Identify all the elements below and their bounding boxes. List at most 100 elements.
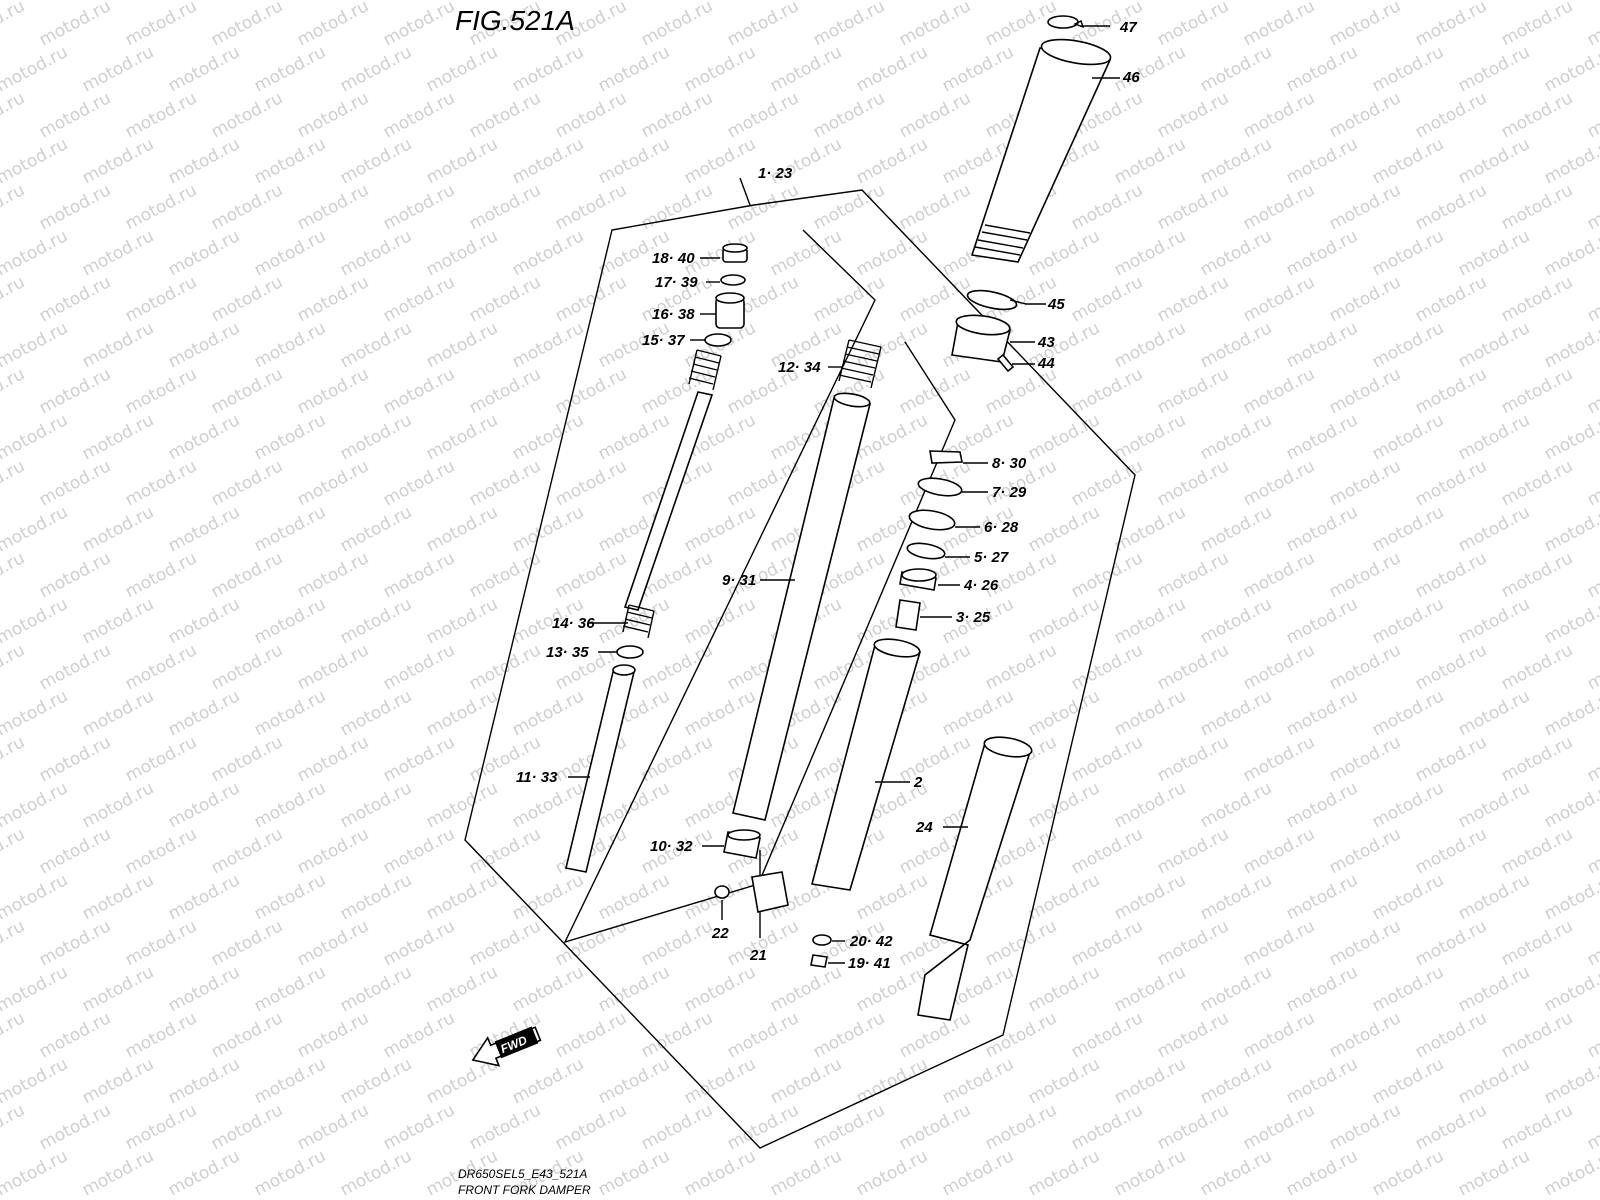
watermark-text: motod.ru (767, 226, 845, 280)
watermark-text: motod.ru (767, 1054, 845, 1108)
watermark-text: motod.ru (767, 962, 845, 1016)
watermark-text: motod.ru (251, 1146, 329, 1200)
watermark-text: motod.ru (509, 502, 587, 556)
watermark-text: motod.ru (380, 0, 458, 50)
watermark-text: motod.ru (1326, 0, 1404, 50)
watermark-text: motod.ru (0, 594, 71, 648)
watermark-text: motod.ru (1283, 318, 1361, 372)
watermark-text: motod.ru (1283, 1146, 1361, 1200)
watermark-text: motod.ru (810, 272, 888, 326)
watermark-text: motod.ru (380, 1100, 458, 1154)
watermark-text: motod.ru (79, 410, 157, 464)
watermark-text: motod.ru (1584, 272, 1600, 326)
part-12-spring-left (688, 349, 722, 391)
watermark-text: motod.ru (1455, 42, 1533, 96)
watermark-text: motod.ru (1369, 410, 1447, 464)
watermark-text: motod.ru (337, 594, 415, 648)
label-14: 14· 36 (552, 615, 595, 632)
watermark-text: motod.ru (1240, 456, 1318, 510)
watermark-text: motod.ru (767, 1146, 845, 1200)
watermark-text: motod.ru (1068, 180, 1146, 234)
watermark-text: motod.ru (0, 272, 28, 326)
label-17: 17· 39 (655, 274, 698, 291)
part-17-o-ring (720, 274, 746, 286)
watermark-text: motod.ru (0, 962, 71, 1016)
watermark-text: motod.ru (0, 1008, 28, 1062)
watermark-text: motod.ru (423, 778, 501, 832)
watermark-text: motod.ru (1369, 778, 1447, 832)
watermark-text: motod.ru (1025, 686, 1103, 740)
watermark-text: motod.ru (1154, 1100, 1232, 1154)
watermark-text: motod.ru (294, 1100, 372, 1154)
watermark-text: motod.ru (1498, 1100, 1576, 1154)
watermark-text: motod.ru (1197, 502, 1275, 556)
watermark-text: motod.ru (36, 0, 114, 50)
watermark-text: motod.ru (1240, 640, 1318, 694)
watermark-text: motod.ru (1068, 732, 1146, 786)
watermark-text: motod.ru (681, 962, 759, 1016)
watermark-text: motod.ru (0, 824, 28, 878)
watermark-text: motod.ru (810, 0, 888, 50)
watermark-text: motod.ru (208, 456, 286, 510)
watermark-text: motod.ru (638, 0, 716, 50)
watermark-text: motod.ru (509, 962, 587, 1016)
watermark-text: motod.ru (1283, 962, 1361, 1016)
watermark-text: motod.ru (1498, 180, 1576, 234)
watermark-text: motod.ru (165, 594, 243, 648)
watermark-text: motod.ru (595, 410, 673, 464)
watermark-text: motod.ru (208, 824, 286, 878)
watermark-text: motod.ru (1111, 686, 1189, 740)
watermark-text: motod.ru (1240, 1008, 1318, 1062)
watermark-text: motod.ru (896, 364, 974, 418)
watermark-text: motod.ru (337, 962, 415, 1016)
watermark-text: motod.ru (0, 226, 71, 280)
label-2: 2 (913, 774, 923, 791)
watermark-text: motod.ru (724, 88, 802, 142)
watermark-text: motod.ru (1369, 686, 1447, 740)
watermark-text: motod.ru (1154, 824, 1232, 878)
watermark-text: motod.ru (1025, 318, 1103, 372)
watermark-text: motod.ru (1197, 134, 1275, 188)
watermark-text: motod.ru (1412, 824, 1490, 878)
watermark-text: motod.ru (79, 962, 157, 1016)
watermark-text: motod.ru (1197, 686, 1275, 740)
watermark-text: motod.ru (466, 456, 544, 510)
watermark-text: motod.ru (423, 134, 501, 188)
watermark-text: motod.ru (122, 640, 200, 694)
part-5-washer (906, 542, 946, 560)
watermark-text: motod.ru (853, 1054, 931, 1108)
watermark-text: motod.ru (337, 226, 415, 280)
watermark-text: motod.ru (0, 180, 28, 234)
watermark-text: motod.ru (1412, 180, 1490, 234)
watermark-text: motod.ru (1283, 870, 1361, 924)
label-24: 24 (915, 819, 933, 836)
watermark-text: motod.ru (896, 732, 974, 786)
part-8-seal (929, 450, 963, 464)
watermark-text: motod.ru (1498, 548, 1576, 602)
watermark-text: motod.ru (552, 456, 630, 510)
watermark-text: motod.ru (595, 134, 673, 188)
watermark-text: motod.ru (122, 88, 200, 142)
part-21-axle-holder (751, 871, 789, 913)
watermark-text: motod.ru (1068, 364, 1146, 418)
watermark-text: motod.ru (1154, 640, 1232, 694)
watermark-text: motod.ru (509, 226, 587, 280)
label-20: 20· 42 (849, 933, 893, 950)
watermark-text: motod.ru (724, 456, 802, 510)
watermark-text: motod.ru (1541, 594, 1600, 648)
watermark-text: motod.ru (337, 410, 415, 464)
watermark-text: motod.ru (1111, 1054, 1189, 1108)
watermark-text: motod.ru (208, 0, 286, 50)
part-7-dust-seal (917, 477, 963, 497)
watermark-text: motod.ru (853, 226, 931, 280)
watermark-text: motod.ru (1283, 502, 1361, 556)
watermark-text: motod.ru (1498, 364, 1576, 418)
watermark-text: motod.ru (380, 180, 458, 234)
watermark-text: motod.ru (79, 226, 157, 280)
watermark-text: motod.ru (1584, 916, 1600, 970)
watermark-text: motod.ru (251, 1054, 329, 1108)
watermark-text: motod.ru (681, 686, 759, 740)
watermark-text: motod.ru (1498, 1008, 1576, 1062)
watermark-text: motod.ru (0, 410, 71, 464)
